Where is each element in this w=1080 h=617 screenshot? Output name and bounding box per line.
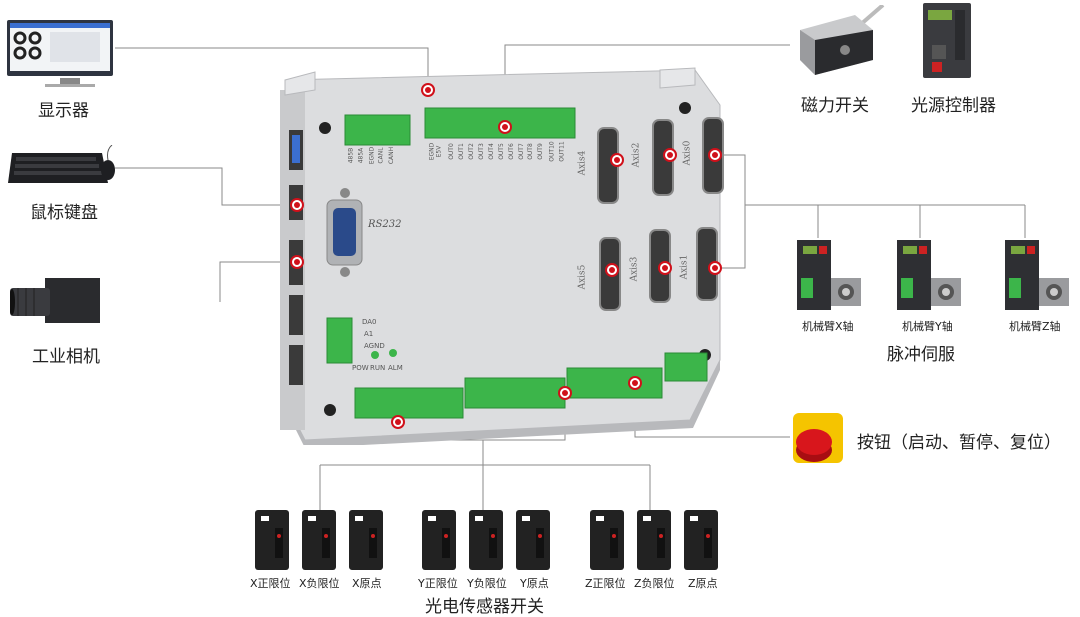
motion-controller-board: [280, 67, 724, 445]
terminal-label: OUT6: [507, 143, 515, 160]
monitor-label: 显示器: [38, 101, 89, 121]
terminal-label: OUT8: [526, 143, 534, 160]
terminal-label: OUT7: [517, 143, 525, 160]
servo-group-label: 脉冲伺服: [887, 345, 955, 365]
sensor-label: Z负限位: [634, 577, 675, 590]
camera-label: 工业相机: [32, 347, 100, 367]
sensor-group-label: 光电传感器开关: [425, 597, 544, 617]
sensor-label: X正限位: [250, 577, 291, 590]
sensor-label: Y原点: [520, 577, 549, 590]
servo-drive-icon: [797, 240, 861, 310]
axis-label: Axis3: [629, 256, 640, 282]
terminal-label: E5V: [435, 145, 443, 158]
servo-drive-icon: [1005, 240, 1069, 310]
sensor-icon: [590, 510, 624, 570]
analog-label: DA0: [362, 318, 377, 326]
terminal-label: CANL: [377, 147, 385, 164]
terminal-label: OUT4: [487, 143, 495, 160]
terminal-label: EGND: [368, 146, 376, 165]
servo-label-x: 机械臂X轴: [802, 320, 854, 333]
sensor-icon: [516, 510, 550, 570]
sensor-icon: [302, 510, 336, 570]
monitor-icon: [7, 20, 113, 87]
terminal-label: OUT9: [536, 143, 544, 160]
terminal-label: EGND: [428, 142, 436, 161]
sensor-icon: [422, 510, 456, 570]
light-controller-label: 光源控制器: [911, 96, 996, 116]
sensor-label: X原点: [352, 577, 382, 590]
servo-drive-icon: [897, 240, 961, 310]
terminal-label: 485A: [357, 147, 365, 164]
button-label: 按钮（启动、暂停、复位）: [857, 433, 1061, 453]
sensor-icon: [349, 510, 383, 570]
magnetic-switch-icon: [800, 5, 885, 75]
sensor-icon: [255, 510, 289, 570]
terminal-label: OUT11: [558, 141, 566, 162]
keyboard-mouse-icon: [8, 145, 115, 183]
button-icon: [793, 413, 843, 463]
keyboard-mouse-label: 鼠标键盘: [30, 203, 98, 223]
terminal-label: 485B: [347, 147, 355, 164]
terminal-label: OUT0: [447, 143, 455, 160]
light-controller-icon: [923, 3, 971, 78]
terminal-label: OUT5: [497, 143, 505, 160]
axis-label: Axis0: [682, 140, 693, 166]
axis-label: Axis5: [577, 264, 588, 290]
servo-label-z: 机械臂Z轴: [1009, 320, 1061, 333]
sensor-label: Z原点: [688, 577, 718, 590]
axis-label: Axis4: [577, 150, 588, 176]
led-label: RUN: [370, 364, 386, 372]
led-label: POW: [352, 364, 369, 372]
terminal-label: CANH: [388, 146, 396, 165]
camera-icon: [10, 278, 100, 323]
analog-label: A1: [364, 330, 374, 338]
terminal-label: OUT2: [467, 143, 475, 160]
magnetic-switch-label: 磁力开关: [801, 96, 869, 116]
sensor-label: X负限位: [299, 577, 340, 590]
terminal-label: OUT10: [548, 141, 556, 162]
rs232-label: RS232: [368, 219, 402, 230]
sensor-label: Z正限位: [585, 577, 626, 590]
axis-label: Axis1: [679, 254, 690, 280]
sensor-icon: [469, 510, 503, 570]
analog-label: AGND: [364, 342, 385, 350]
sensor-icon: [637, 510, 671, 570]
axis-label: Axis2: [631, 142, 642, 168]
servo-label-y: 机械臂Y轴: [902, 320, 953, 333]
terminal-label: OUT1: [457, 143, 465, 160]
led-label: ALM: [388, 364, 403, 372]
sensor-label: Y正限位: [418, 577, 458, 590]
terminal-label: OUT3: [477, 143, 485, 160]
sensor-icon: [684, 510, 718, 570]
sensor-label: Y负限位: [467, 577, 507, 590]
